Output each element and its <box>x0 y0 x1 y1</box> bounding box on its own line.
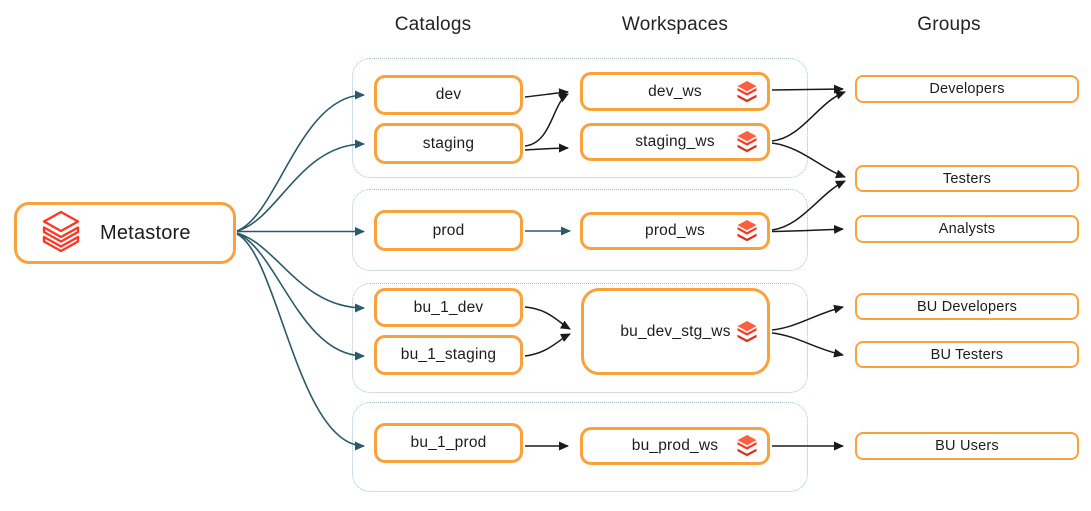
workspace-label: bu_prod_ws <box>631 437 719 454</box>
databricks-outline-icon <box>39 210 83 256</box>
group-node-bu-developers: BU Developers <box>855 293 1079 320</box>
group-label: Testers <box>942 170 992 187</box>
workspace-node-dev-ws: dev_ws <box>580 72 770 111</box>
workspace-node-bu-dev-stg-ws: bu_dev_stg_ws <box>581 288 770 375</box>
env-group-bu-prod <box>352 402 808 492</box>
edge-metastore-bu-1-prod <box>236 233 365 451</box>
databricks-icon <box>735 131 759 153</box>
workspace-label: dev_ws <box>648 82 702 100</box>
group-label: Developers <box>929 81 1005 97</box>
edge-metastore-staging <box>236 139 365 232</box>
column-header-groups: Groups <box>917 14 981 35</box>
column-header-workspaces: Workspaces <box>621 14 729 35</box>
workspace-node-staging-ws: staging_ws <box>580 123 770 161</box>
edge-metastore-bu-1-dev <box>236 232 365 313</box>
catalog-label: bu_1_prod <box>410 434 487 451</box>
catalog-label: prod <box>432 221 465 239</box>
catalog-label: bu_1_staging <box>400 346 497 363</box>
group-label: Analysts <box>938 221 996 237</box>
workspace-label: bu_dev_stg_ws <box>620 322 731 340</box>
catalog-node-dev: dev <box>374 75 523 115</box>
databricks-icon <box>735 80 759 103</box>
group-label: BU Users <box>935 438 999 454</box>
edge-metastore-dev <box>236 90 365 232</box>
catalog-label: staging <box>422 134 475 152</box>
group-node-testers: Testers <box>855 165 1079 192</box>
catalog-label: bu_1_dev <box>413 298 484 316</box>
group-node-developers: Developers <box>855 75 1079 103</box>
catalog-node-bu-1-staging: bu_1_staging <box>374 335 523 375</box>
edge-metastore-bu-1-staging <box>236 232 365 361</box>
workspace-node-prod-ws: prod_ws <box>580 212 770 250</box>
workspace-node-bu-prod-ws: bu_prod_ws <box>580 427 770 465</box>
group-node-bu-users: BU Users <box>855 432 1079 460</box>
metastore-node: Metastore <box>14 202 236 264</box>
workspace-label: staging_ws <box>635 133 715 150</box>
catalog-node-prod: prod <box>374 210 523 251</box>
catalog-node-staging: staging <box>374 123 523 164</box>
column-header-catalogs: Catalogs <box>394 14 472 35</box>
databricks-icon <box>735 320 759 343</box>
group-node-bu-testers: BU Testers <box>855 341 1079 368</box>
workspace-label: prod_ws <box>645 222 705 239</box>
group-label: BU Developers <box>916 298 1018 315</box>
databricks-icon <box>735 220 759 242</box>
catalog-node-bu-1-prod: bu_1_prod <box>374 423 523 463</box>
metastore-label: Metastore <box>100 221 191 244</box>
databricks-icon <box>735 435 759 457</box>
catalog-label: dev <box>435 86 462 103</box>
group-node-analysts: Analysts <box>855 215 1079 243</box>
group-label: BU Testers <box>930 346 1004 363</box>
catalog-node-bu-1-dev: bu_1_dev <box>374 288 523 327</box>
